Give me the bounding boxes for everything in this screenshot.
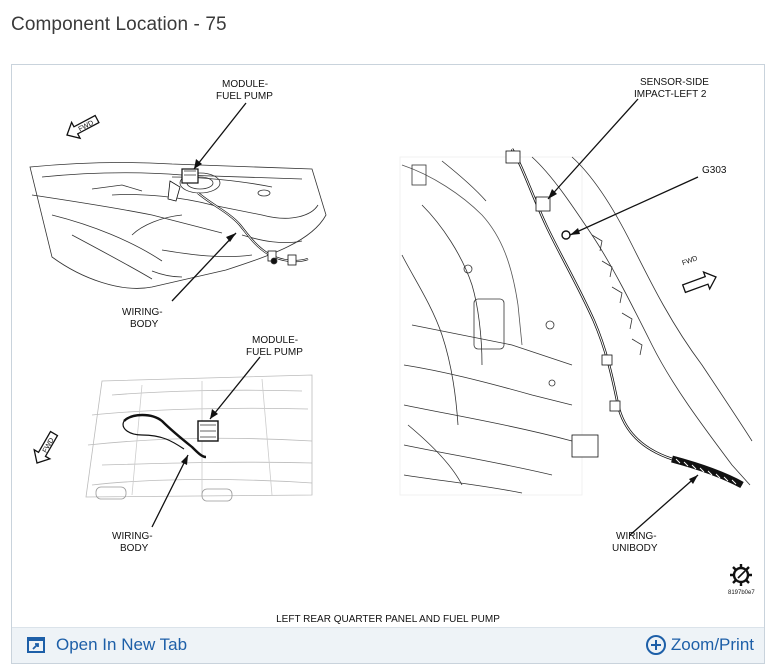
top-left-view: FWD — [29, 102, 327, 302]
page-title: Component Location - 75 — [11, 14, 227, 35]
fwd-label: FWD — [78, 120, 95, 134]
svg-text:UNIBODY: UNIBODY — [612, 543, 658, 554]
fwd-label: FWD — [42, 437, 56, 454]
fwd-arrow-icon: FWD — [66, 114, 100, 140]
label-wiring-body-bottom: WIRING- BODY — [112, 531, 153, 554]
diagram-frame: FWD — [11, 64, 765, 664]
svg-text:BODY: BODY — [130, 319, 159, 330]
open-new-tab-button[interactable]: Open In New Tab — [26, 633, 187, 657]
svg-text:SENSOR-SIDE: SENSOR-SIDE — [640, 77, 709, 88]
label-module-fuel-pump-bottom: MODULE- FUEL PUMP — [246, 335, 303, 358]
component-location-diagram: FWD — [12, 65, 764, 629]
label-wiring-unibody: WIRING- UNIBODY — [612, 531, 658, 554]
label-sensor-side-impact: SENSOR-SIDE IMPACT-LEFT 2 — [634, 77, 709, 100]
svg-text:MODULE-: MODULE- — [252, 335, 298, 346]
svg-text:FUEL PUMP: FUEL PUMP — [216, 91, 273, 102]
right-view: FWD — [399, 98, 753, 536]
svg-text:WIRING-: WIRING- — [112, 531, 153, 542]
fwd-label: FWD — [681, 255, 698, 267]
fwd-arrow-icon — [681, 270, 717, 294]
label-g303: G303 — [702, 165, 727, 176]
zoom-print-button[interactable]: Zoom/Print — [645, 633, 754, 657]
label-module-fuel-pump-top: MODULE- FUEL PUMP — [216, 79, 273, 102]
label-wiring-body-top: WIRING- BODY — [122, 307, 163, 330]
svg-text:WIRING-: WIRING- — [616, 531, 657, 542]
svg-text:WIRING-: WIRING- — [122, 307, 163, 318]
footer-bar: Open In New Tab Zoom/Print — [12, 627, 764, 663]
zoom-plus-icon — [645, 634, 667, 656]
svg-text:MODULE-: MODULE- — [222, 79, 268, 90]
zoom-print-label: Zoom/Print — [670, 635, 754, 654]
bottom-left-view: FWD — [33, 356, 313, 528]
open-new-tab-icon — [26, 634, 48, 656]
diagram-caption: LEFT REAR QUARTER PANEL AND FUEL PUMP — [276, 614, 500, 625]
gear-icon — [730, 564, 752, 586]
svg-text:IMPACT-LEFT 2: IMPACT-LEFT 2 — [634, 89, 707, 100]
fwd-arrow-icon: FWD — [33, 430, 59, 464]
open-new-tab-label: Open In New Tab — [56, 635, 188, 654]
svg-text:FUEL PUMP: FUEL PUMP — [246, 347, 303, 358]
svg-text:BODY: BODY — [120, 543, 149, 554]
figure-id: 8197b0e7 — [728, 590, 755, 596]
